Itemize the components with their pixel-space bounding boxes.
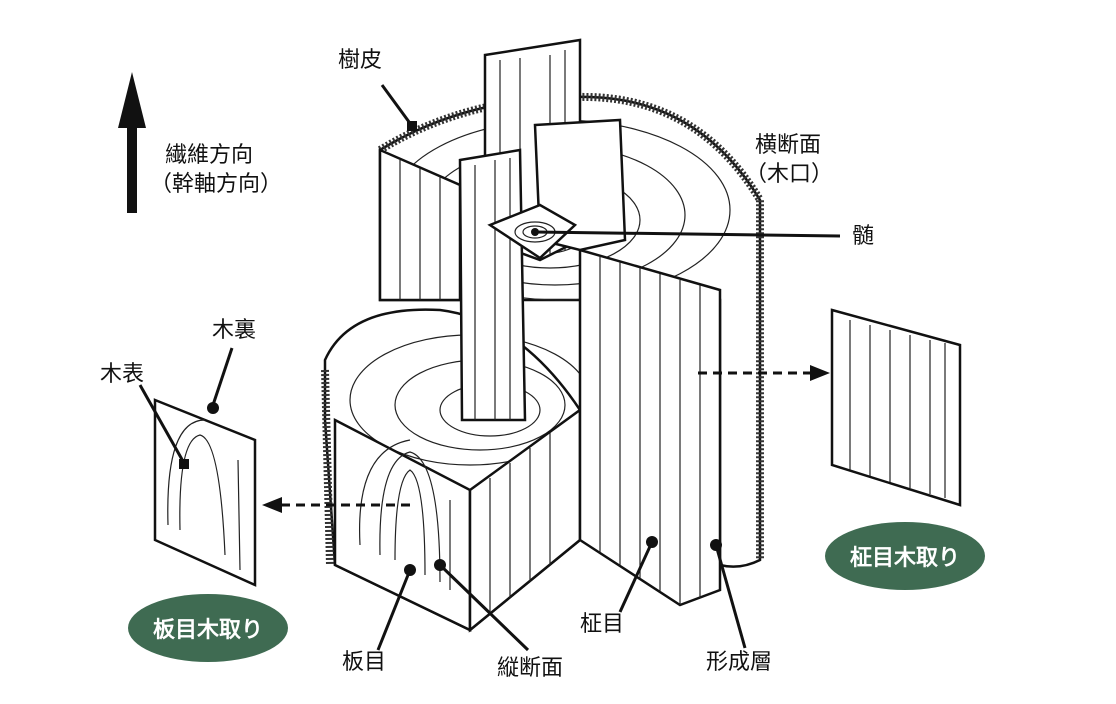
label-flat-grain: 板目 bbox=[342, 650, 387, 675]
quarter-sawn-board bbox=[830, 308, 962, 507]
flat-grain-block bbox=[333, 407, 582, 633]
label-end-grain: （木口） bbox=[745, 162, 834, 187]
flat-sawn-arrow bbox=[262, 497, 410, 513]
label-cross-section: 横断面 bbox=[755, 133, 822, 158]
quarter-sawn-arrow bbox=[698, 365, 830, 381]
flat-sawn-board bbox=[153, 398, 257, 587]
label-cambium: 形成層 bbox=[706, 650, 773, 675]
label-wood-back: 木裏 bbox=[212, 318, 257, 343]
label-pith: 髄 bbox=[852, 224, 875, 249]
center-pillars bbox=[458, 38, 627, 422]
badge-quarter-sawn: 柾目木取り bbox=[825, 522, 985, 590]
label-wood-face: 木表 bbox=[100, 362, 145, 387]
straight-grain-block bbox=[578, 248, 722, 607]
badge-flat-sawn: 板目木取り bbox=[128, 594, 288, 662]
leader-lines bbox=[138, 84, 841, 652]
label-longitudinal-section: 縦断面 bbox=[497, 656, 564, 681]
label-fiber-direction: 繊維方向 bbox=[165, 143, 254, 168]
label-straight-grain: 柾目 bbox=[580, 612, 625, 637]
label-bark: 樹皮 bbox=[338, 48, 383, 73]
fiber-direction-arrow bbox=[118, 72, 146, 213]
label-trunk-axis-direction: （幹軸方向） bbox=[150, 172, 283, 197]
